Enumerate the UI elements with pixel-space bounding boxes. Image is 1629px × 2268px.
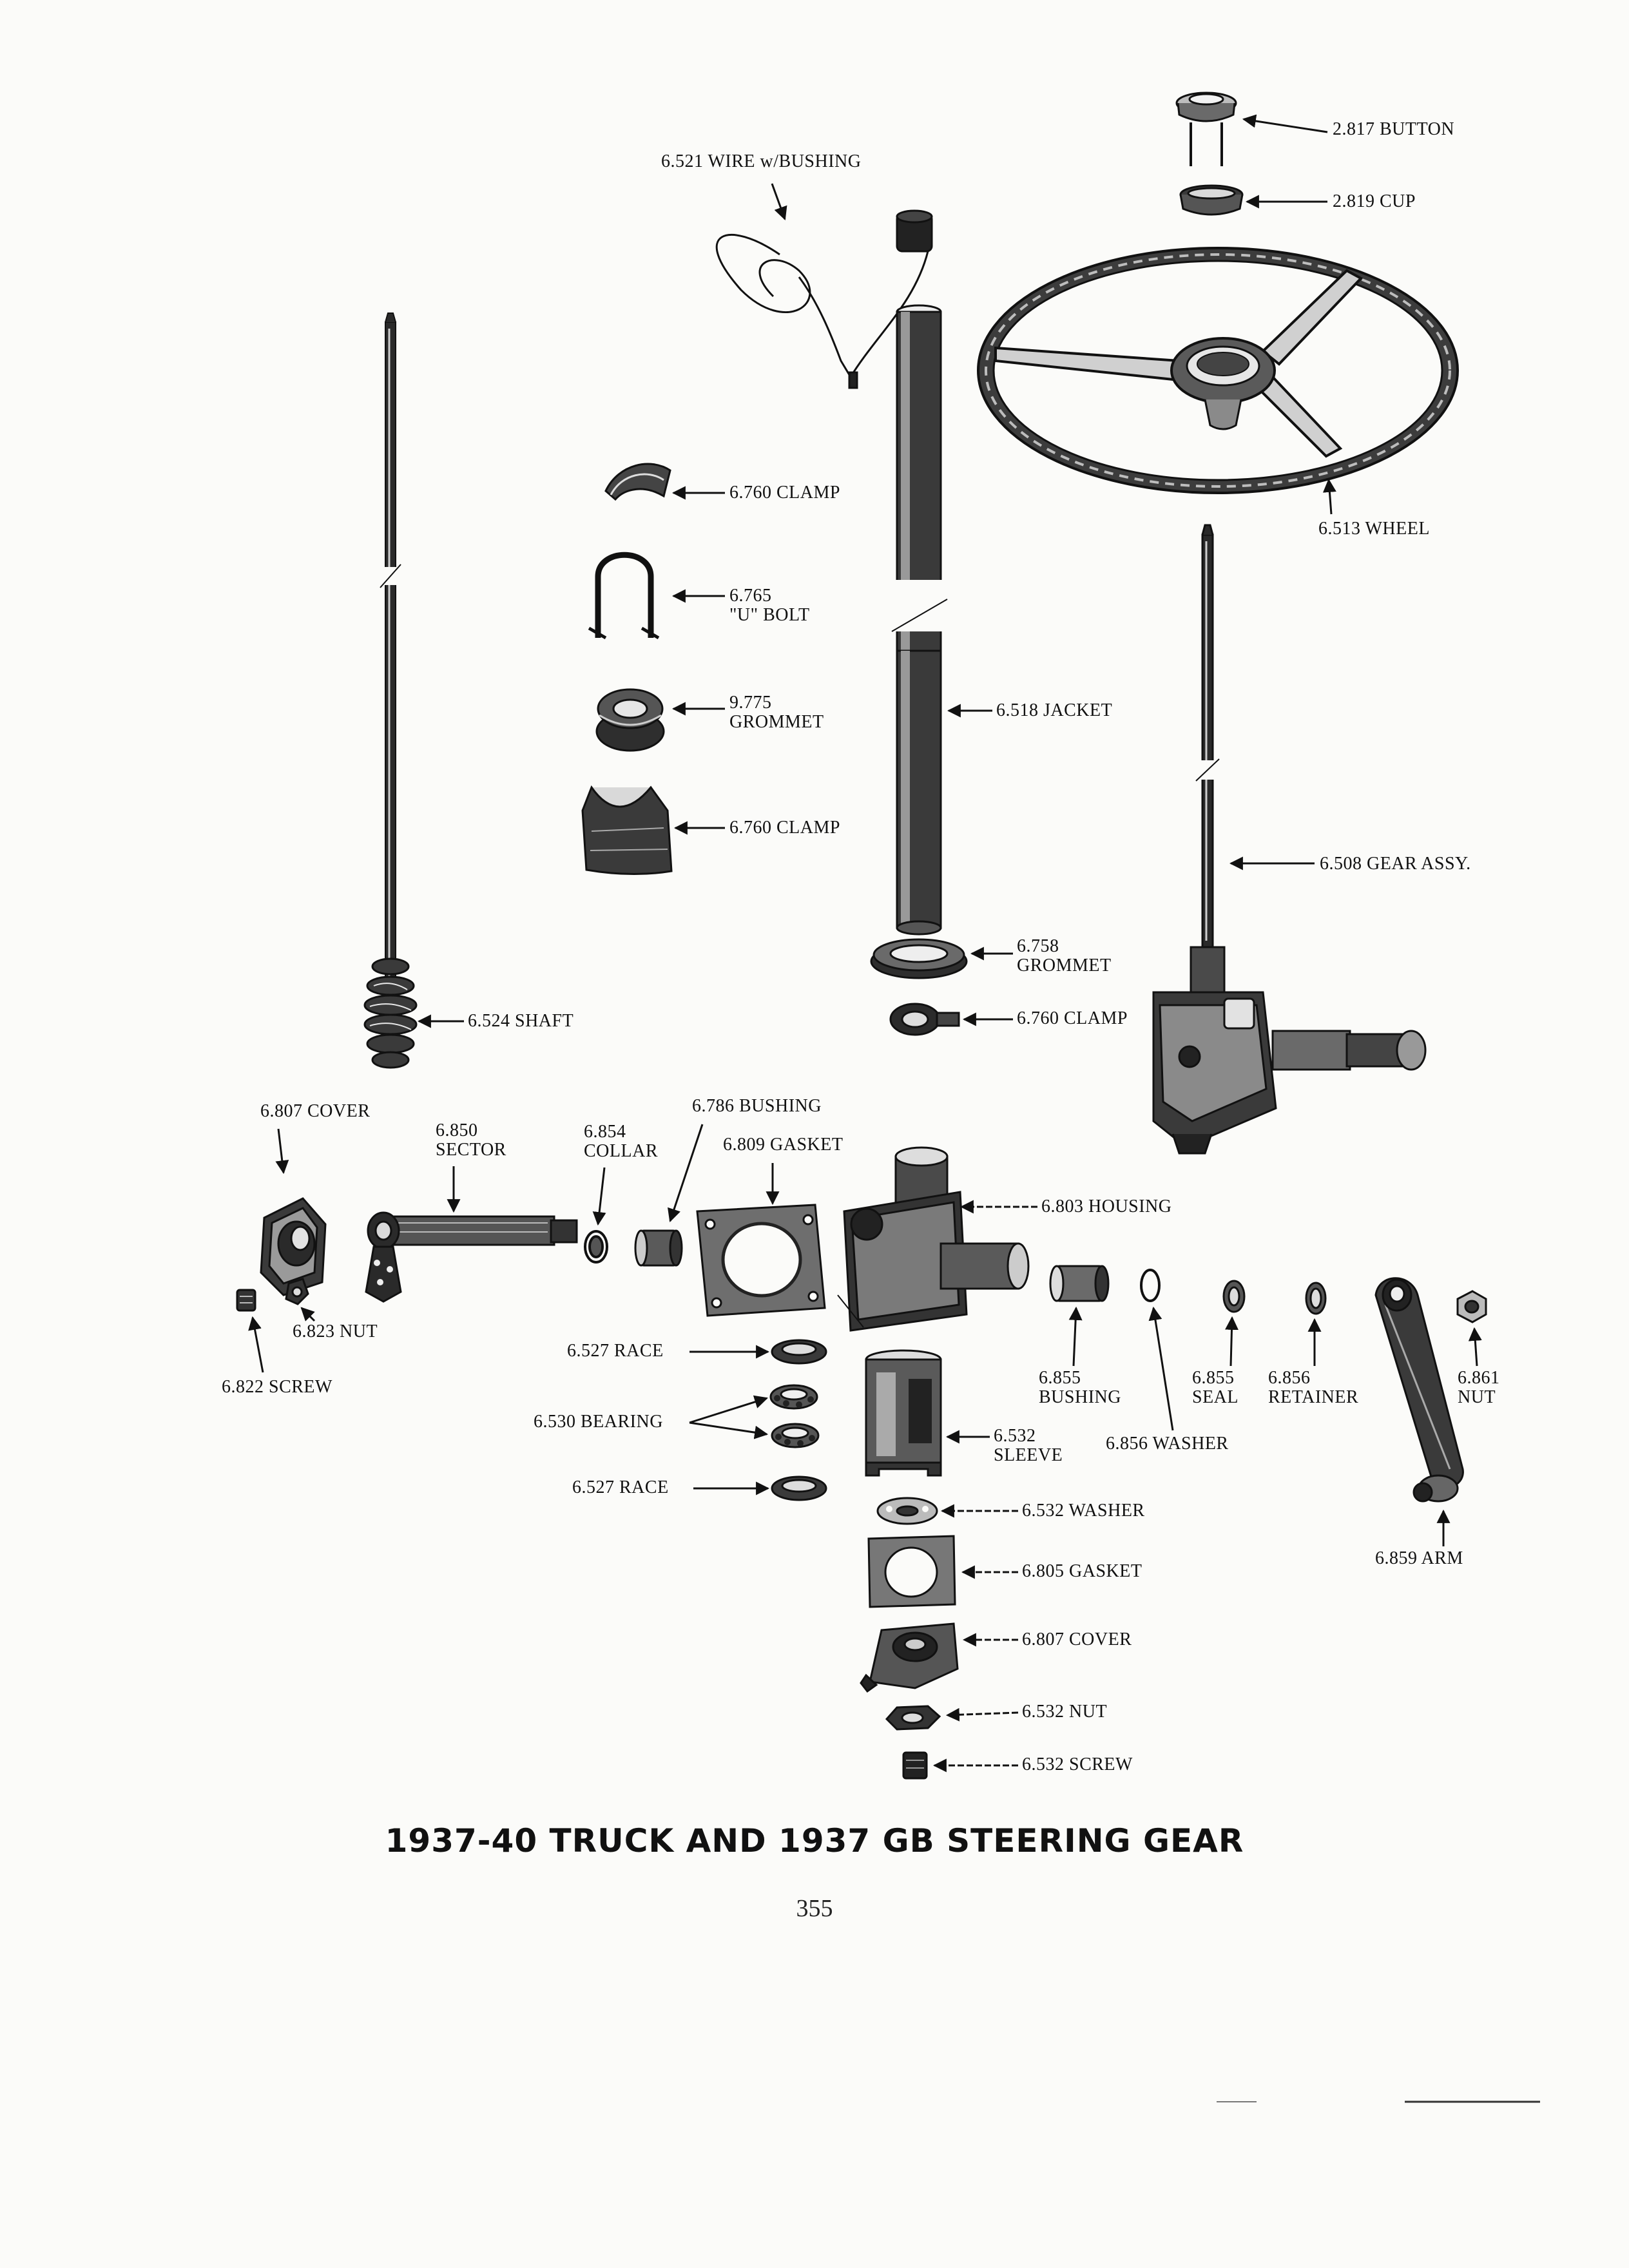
housing-label: 6.803 HOUSING bbox=[1041, 1196, 1172, 1216]
bushing-6786-part bbox=[634, 1229, 683, 1267]
bearing-lower-part bbox=[771, 1423, 820, 1448]
sleeve-part bbox=[865, 1349, 942, 1477]
shaft-label: 6.524 SHAFT bbox=[468, 1011, 574, 1031]
grommet-9775-label: 9.775 GROMMET bbox=[729, 693, 824, 732]
u-bolt-number: 6.765 bbox=[729, 586, 772, 606]
race-lower-part bbox=[771, 1475, 827, 1501]
gear-assy-label: 6.508 GEAR ASSY. bbox=[1320, 854, 1471, 874]
seal-name: SEAL bbox=[1192, 1387, 1239, 1407]
sector-name: SECTOR bbox=[436, 1140, 506, 1160]
seal-label: 6.855 SEAL bbox=[1192, 1369, 1239, 1407]
nut-6861-label: 6.861 NUT bbox=[1458, 1369, 1500, 1407]
sleeve-label: 6.532 SLEEVE bbox=[994, 1427, 1063, 1465]
clamp-low-part bbox=[889, 1003, 960, 1036]
screw-6532-label: 6.532 SCREW bbox=[1022, 1754, 1133, 1774]
gasket-6805-part bbox=[867, 1535, 956, 1608]
grommet-6758-part bbox=[870, 938, 968, 979]
gasket-6809-part bbox=[696, 1204, 826, 1317]
bushing-6786-label: 6.786 BUSHING bbox=[692, 1096, 822, 1116]
clamp-top-part bbox=[604, 463, 671, 501]
wheel-label: 6.513 WHEEL bbox=[1318, 519, 1430, 539]
washer-6532-part bbox=[876, 1497, 938, 1525]
nut-6861-name: NUT bbox=[1458, 1387, 1496, 1407]
collar-part bbox=[584, 1230, 608, 1264]
pitman-arm-part bbox=[1374, 1277, 1464, 1503]
bearing-upper-part bbox=[769, 1384, 818, 1410]
wire-part bbox=[715, 209, 933, 389]
washer-6856-part bbox=[1140, 1269, 1161, 1302]
sleeve-number: 6.532 bbox=[994, 1426, 1036, 1446]
side-cover-part bbox=[260, 1197, 327, 1296]
nut-6532-label: 6.532 NUT bbox=[1022, 1702, 1108, 1722]
clamp-mid-part bbox=[581, 785, 673, 876]
collar-label: 6.854 COLLAR bbox=[584, 1122, 658, 1161]
retainer-label: 6.856 RETAINER bbox=[1268, 1369, 1358, 1407]
seal-part bbox=[1222, 1280, 1246, 1313]
bushing-6855-label: 6.855 BUSHING bbox=[1039, 1369, 1121, 1407]
grommet-9775-number: 9.775 bbox=[729, 693, 772, 713]
cup-part bbox=[1179, 184, 1244, 216]
grommet-6758-name: GROMMET bbox=[1017, 956, 1112, 975]
page-title: 1937-40 TRUCK AND 1937 GB STEERING GEAR bbox=[385, 1822, 1244, 1860]
seal-number: 6.855 bbox=[1192, 1368, 1235, 1388]
retainer-name: RETAINER bbox=[1268, 1387, 1359, 1407]
collar-number: 6.854 bbox=[584, 1122, 626, 1142]
collar-name: COLLAR bbox=[584, 1141, 658, 1161]
arm-label: 6.859 ARM bbox=[1375, 1548, 1463, 1568]
grommet-6758-label: 6.758 GROMMET bbox=[1017, 937, 1112, 975]
race-lower-label: 6.527 RACE bbox=[572, 1477, 669, 1497]
grommet-9775-part bbox=[595, 688, 665, 752]
bushing-6855-name: BUSHING bbox=[1039, 1387, 1121, 1407]
screw-6822-part bbox=[236, 1289, 256, 1312]
jacket-label: 6.518 JACKET bbox=[996, 700, 1113, 720]
cup-label: 2.819 CUP bbox=[1333, 191, 1416, 211]
nut-6861-part bbox=[1456, 1290, 1487, 1323]
sector-part bbox=[365, 1211, 578, 1303]
u-bolt-label: 6.765 "U" BOLT bbox=[729, 586, 810, 625]
gasket-6809-label: 6.809 GASKET bbox=[723, 1135, 843, 1155]
wire-label: 6.521 WIRE w/BUSHING bbox=[661, 151, 862, 171]
bottom-cover-label: 6.807 COVER bbox=[1022, 1629, 1132, 1649]
nut-6861-number: 6.861 bbox=[1458, 1368, 1500, 1388]
nut-6532-part bbox=[885, 1705, 941, 1731]
nut-6823-label: 6.823 NUT bbox=[293, 1321, 378, 1341]
button-label: 2.817 BUTTON bbox=[1333, 119, 1455, 139]
bushing-6855-number: 6.855 bbox=[1039, 1368, 1081, 1388]
gasket-6805-label: 6.805 GASKET bbox=[1022, 1561, 1142, 1581]
u-bolt-name: "U" BOLT bbox=[729, 605, 810, 625]
clamp-low-label: 6.760 CLAMP bbox=[1017, 1008, 1128, 1028]
sector-number: 6.850 bbox=[436, 1120, 478, 1140]
button-part bbox=[1175, 91, 1237, 166]
u-bolt-part bbox=[588, 552, 660, 640]
retainer-part bbox=[1305, 1282, 1327, 1315]
race-upper-label: 6.527 RACE bbox=[567, 1341, 664, 1361]
shaft-part bbox=[363, 312, 418, 1069]
jacket-part bbox=[891, 304, 948, 936]
gear-assembly-part bbox=[1152, 524, 1427, 1155]
clamp-top-label: 6.760 CLAMP bbox=[729, 483, 840, 503]
screw-6822-label: 6.822 SCREW bbox=[222, 1377, 333, 1397]
housing-part bbox=[837, 1146, 1030, 1332]
page-number: 355 bbox=[796, 1895, 833, 1922]
sector-label: 6.850 SECTOR bbox=[436, 1121, 506, 1160]
race-upper-part bbox=[771, 1339, 827, 1365]
bushing-6855-part bbox=[1049, 1265, 1110, 1302]
washer-6532-label: 6.532 WASHER bbox=[1022, 1501, 1145, 1521]
screw-6532-part bbox=[902, 1751, 928, 1780]
bearing-label: 6.530 BEARING bbox=[534, 1412, 663, 1432]
nut-6823-part bbox=[285, 1278, 309, 1305]
steering-wheel-part bbox=[977, 247, 1459, 494]
grommet-6758-number: 6.758 bbox=[1017, 936, 1059, 956]
retainer-number: 6.856 bbox=[1268, 1368, 1311, 1388]
washer-6856-label: 6.856 WASHER bbox=[1106, 1434, 1229, 1454]
clamp-mid-label: 6.760 CLAMP bbox=[729, 818, 840, 838]
sleeve-name: SLEEVE bbox=[994, 1445, 1063, 1465]
side-cover-label: 6.807 COVER bbox=[260, 1101, 371, 1121]
bottom-cover-part bbox=[860, 1622, 959, 1693]
grommet-9775-name: GROMMET bbox=[729, 712, 824, 732]
